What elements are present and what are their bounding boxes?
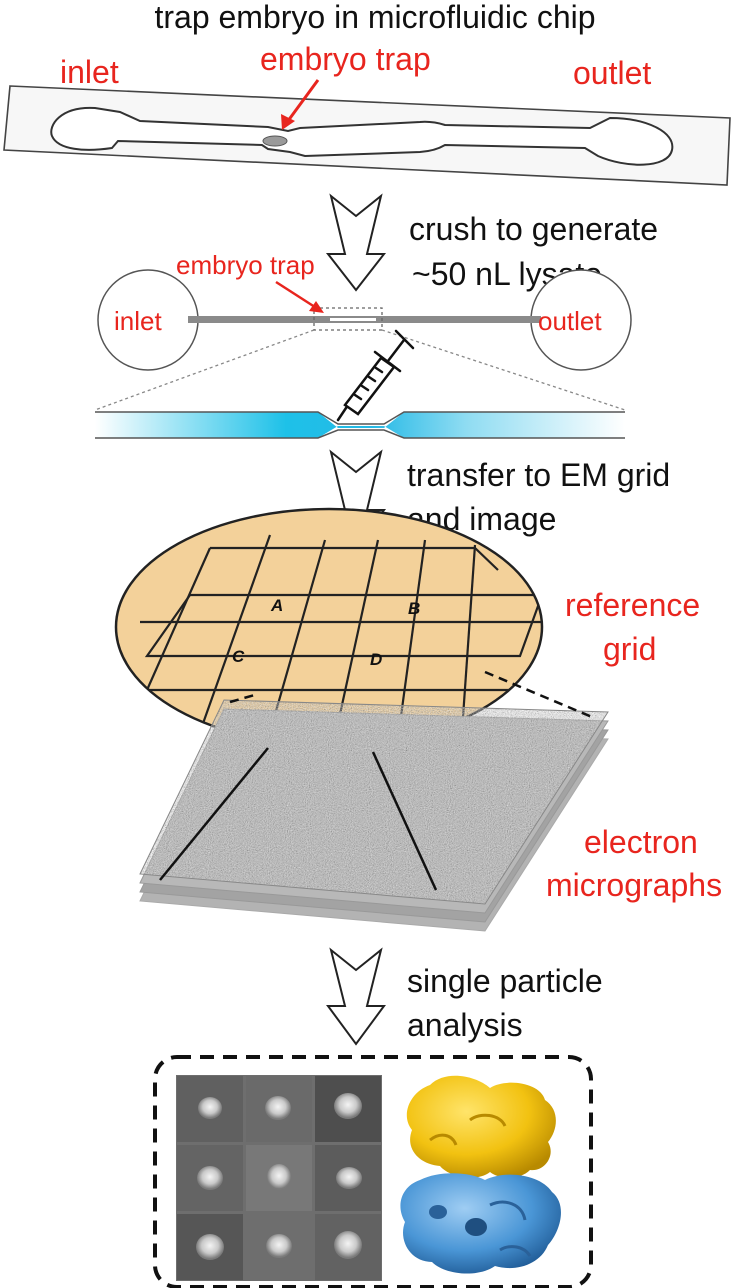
down-arrow-icon xyxy=(326,947,386,1046)
step4-label-line2: analysis xyxy=(407,1007,523,1043)
step4-label-line1: single particle xyxy=(407,963,603,999)
zoom-box xyxy=(313,307,383,331)
chip-top-view xyxy=(97,269,632,371)
zoomed-channel xyxy=(95,411,625,439)
grid-letter-d: D xyxy=(370,650,382,669)
grid-letter-c: C xyxy=(232,647,245,666)
2d-class-averages xyxy=(176,1075,382,1281)
inlet-label: inlet xyxy=(60,54,119,90)
reference-grid-label-line1: reference xyxy=(565,587,700,623)
electron-micrograph-stack xyxy=(139,699,609,932)
trapped-embryo-icon xyxy=(262,135,288,147)
grid-letter-b: B xyxy=(408,599,420,618)
electron-micrographs-label-line2: micrographs xyxy=(546,867,722,903)
projection-lines xyxy=(159,670,593,891)
electron-micrographs-label-line1: electron xyxy=(584,824,698,860)
outlet-label-small: outlet xyxy=(538,306,602,336)
reference-grid-label-line2: grid xyxy=(603,631,656,667)
step1-title: trap embryo in microfluidic chip xyxy=(154,0,595,35)
upper-subunit xyxy=(406,1075,556,1178)
step3-label-line1: transfer to EM grid xyxy=(407,457,670,493)
zoom-lines xyxy=(94,329,626,411)
inlet-label-small: inlet xyxy=(114,306,162,336)
syringe-icon xyxy=(336,329,415,422)
3d-reconstruction-map xyxy=(400,1075,561,1274)
step2-label-line1: crush to generate xyxy=(409,211,658,247)
embryo-trap-label: embryo trap xyxy=(260,41,431,77)
grid-letter-a: A xyxy=(270,596,283,615)
embryo-trap-pointer-arrow-small xyxy=(275,280,324,313)
embryo-trap-pointer-arrow xyxy=(281,79,320,130)
down-arrow-icon xyxy=(325,193,387,292)
microfluidic-chip xyxy=(3,85,731,186)
results-box xyxy=(153,1055,593,1288)
embryo-trap-label-small: embryo trap xyxy=(176,250,315,280)
outlet-label: outlet xyxy=(573,55,651,91)
